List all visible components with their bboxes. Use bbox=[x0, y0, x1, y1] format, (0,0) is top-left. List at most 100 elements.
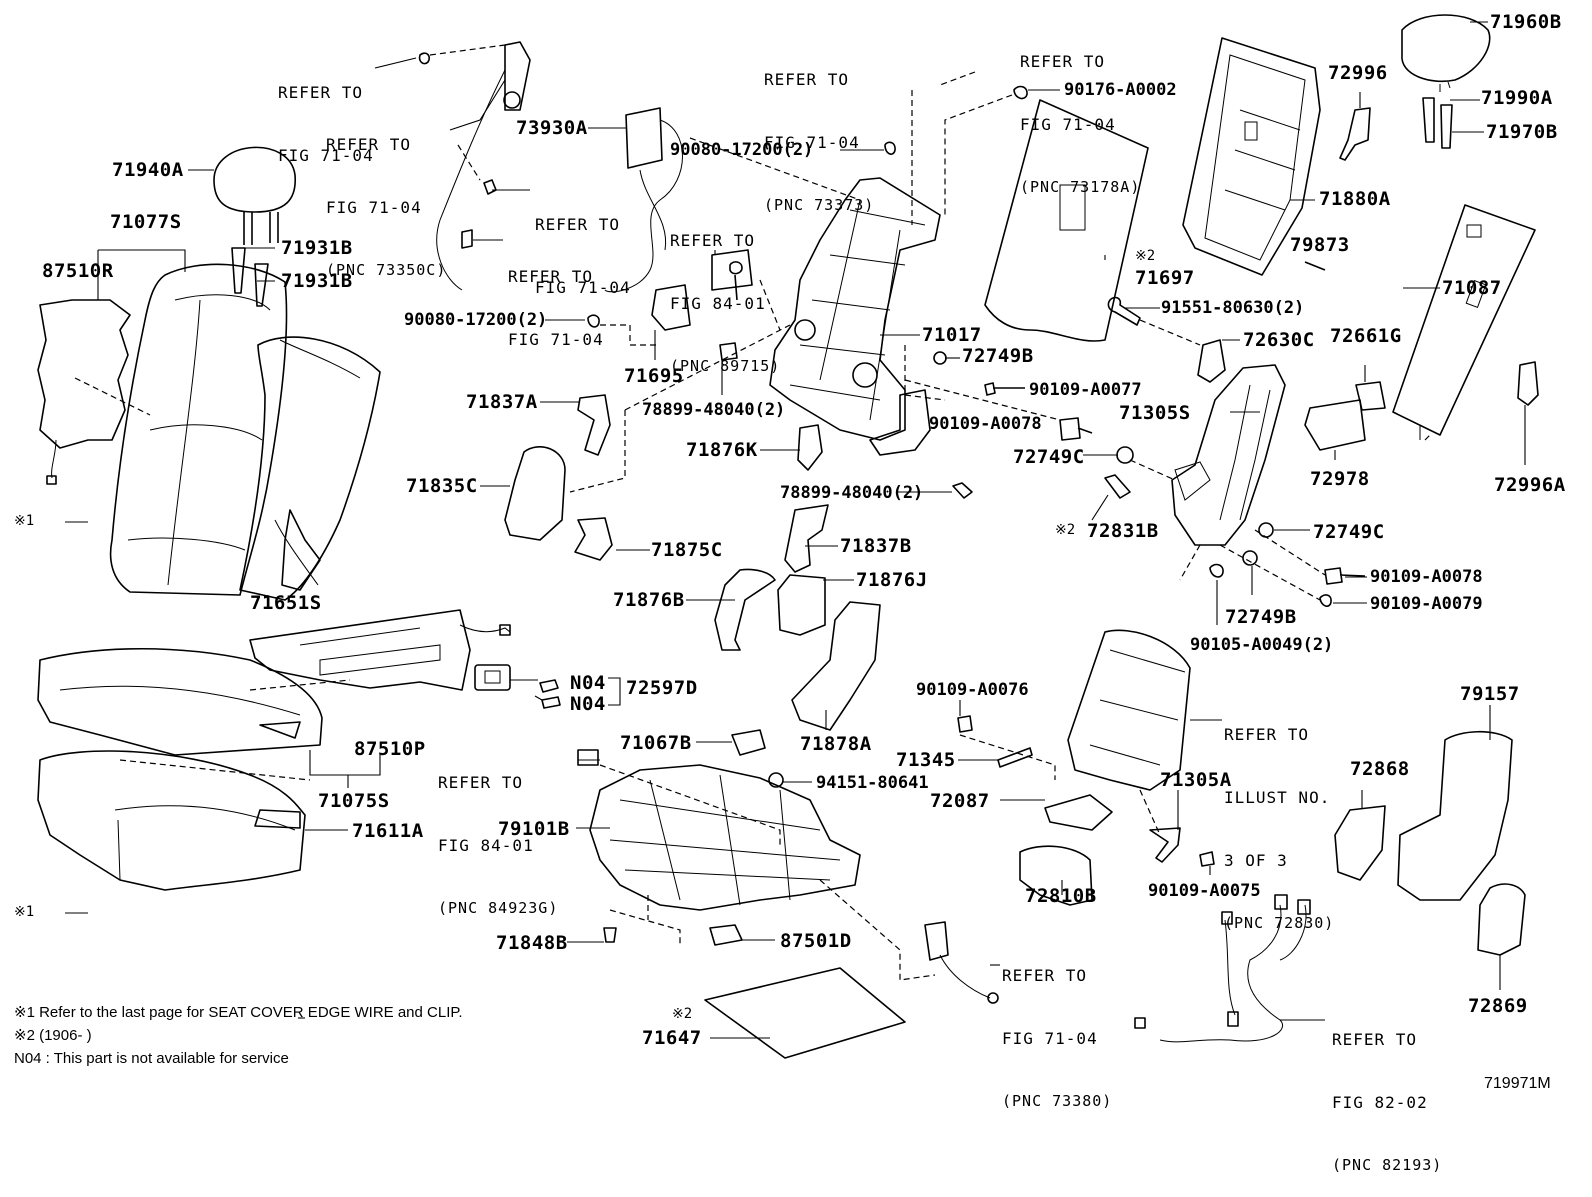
seatback-cover-71077s-drawing bbox=[109, 263, 288, 596]
ref-line: (PNC 73373) bbox=[764, 196, 875, 214]
small-parts-center-drawing bbox=[504, 141, 896, 731]
ref-illust-3-of-3: REFER TO ILLUST NO. 3 OF 3 (PNC 72830) bbox=[1224, 682, 1334, 955]
ref-line: (PNC 82193) bbox=[1332, 1156, 1443, 1174]
ref-fig-84-01-89715: REFER TO FIG 84-01 (PNC 89715) bbox=[670, 188, 780, 398]
note2-mark-c: ※2 bbox=[672, 1006, 693, 1022]
label-71611a: 71611A bbox=[352, 820, 424, 842]
footnote-n04: N04 : This part is not available for ser… bbox=[14, 1050, 289, 1067]
ref-fig-71-04-73380: REFER TO FIG 71-04 (PNC 73380) bbox=[1002, 923, 1112, 1133]
label-71075s: 71075S bbox=[318, 790, 390, 812]
ref-line: FIG 82-02 bbox=[1332, 1093, 1428, 1112]
label-73930a: 73930A bbox=[516, 117, 588, 139]
label-71305a: 71305A bbox=[1160, 769, 1232, 791]
label-90176-a0002: 90176-A0002 bbox=[1064, 80, 1177, 100]
label-79101b: 79101B bbox=[498, 818, 570, 840]
label-71345: 71345 bbox=[896, 749, 956, 771]
note2-mark-a: ※2 bbox=[1135, 248, 1156, 264]
label-87510p: 87510P bbox=[354, 738, 426, 760]
panel-71087-drawing bbox=[1392, 204, 1536, 440]
ref-line: REFER TO bbox=[438, 773, 524, 792]
ref-line: FIG 71-04 bbox=[508, 330, 604, 349]
cushion-cover-71075s-drawing bbox=[37, 648, 323, 756]
label-90109-a0075: 90109-A0075 bbox=[1148, 881, 1261, 901]
label-71876j: 71876J bbox=[856, 569, 928, 591]
label-90080-17200-b: 90080-17200(2) bbox=[404, 310, 548, 330]
ref-line: 3 OF 3 bbox=[1224, 851, 1288, 870]
label-71970b: 71970B bbox=[1486, 121, 1558, 143]
panel-71880a-drawing bbox=[1182, 37, 1321, 276]
ref-line: REFER TO bbox=[535, 215, 621, 234]
label-71960b: 71960B bbox=[1490, 11, 1562, 33]
latch-72996-drawing bbox=[1339, 107, 1371, 161]
seatback-72830-drawing bbox=[1067, 629, 1191, 791]
ref-line: FIG 71-04 bbox=[1002, 1029, 1098, 1048]
harness-73930a-drawing bbox=[604, 107, 683, 293]
label-n04-b: N04 bbox=[570, 693, 606, 715]
label-90109-a0078-2: 90109-A0078 bbox=[1370, 567, 1483, 587]
label-71651s: 71651S bbox=[250, 592, 322, 614]
ref-fig-71-04-73350c: REFER TO FIG 71-04 (PNC 73350C) bbox=[326, 92, 446, 302]
connector-84923g-drawing bbox=[577, 749, 599, 766]
guides-71931b-drawing bbox=[231, 247, 269, 307]
label-72661g: 72661G bbox=[1330, 325, 1402, 347]
ref-line: (PNC 73178A) bbox=[1020, 178, 1141, 196]
label-71931b-2: 71931B bbox=[281, 270, 353, 292]
cover-72868-drawing bbox=[1334, 805, 1386, 881]
label-72749c-1: 72749C bbox=[1013, 446, 1085, 468]
label-71017: 71017 bbox=[922, 324, 982, 346]
diagram-drawing bbox=[37, 14, 1539, 1059]
label-72749b-1: 72749B bbox=[962, 345, 1034, 367]
label-71990a: 71990A bbox=[1481, 87, 1553, 109]
label-79157: 79157 bbox=[1460, 683, 1520, 705]
ref-line: REFER TO bbox=[1332, 1030, 1418, 1049]
ref-line: (PNC 73350C) bbox=[326, 261, 447, 279]
cover-79157-drawing bbox=[1397, 730, 1513, 901]
label-71087: 71087 bbox=[1442, 277, 1502, 299]
label-72749b-2: 72749B bbox=[1225, 606, 1297, 628]
parts-diagram: 71940A 71077S 87510R 71931B 71931B 90080… bbox=[14, 11, 1565, 1174]
label-78899-48040-b: 78899-48040(2) bbox=[780, 483, 924, 503]
bracket-71305a-drawing bbox=[1149, 827, 1181, 863]
footnote-note1: ※1 Refer to the last page for SEAT COVER… bbox=[14, 1004, 463, 1021]
ref-line: FIG 71-04 bbox=[535, 278, 631, 297]
label-72996: 72996 bbox=[1328, 62, 1388, 84]
ref-line: (PNC 72830) bbox=[1224, 914, 1335, 932]
ref-line: FIG 71-04 bbox=[326, 198, 422, 217]
label-72597d: 72597D bbox=[626, 677, 698, 699]
ref-line: FIG 84-01 bbox=[438, 836, 534, 855]
pad-87510p-drawing bbox=[249, 609, 511, 691]
ref-fig-71-04-b: REFER TO FIG 71-04 bbox=[535, 172, 631, 319]
label-90080-17200-a: 90080-17200(2) bbox=[670, 140, 814, 160]
bolt-90109-a0075-drawing bbox=[1199, 851, 1215, 867]
ref-line: REFER TO bbox=[326, 135, 412, 154]
note1-mark-a: ※1 bbox=[14, 513, 35, 529]
label-91551-80630: 91551-80630(2) bbox=[1161, 298, 1305, 318]
ref-line: REFER TO bbox=[1020, 52, 1106, 71]
label-90109-a0079: 90109-A0079 bbox=[1370, 594, 1483, 614]
pad-87510r-drawing bbox=[37, 299, 131, 485]
ref-fig-84-01-84923g: REFER TO FIG 84-01 (PNC 84923G) bbox=[438, 730, 558, 940]
ref-line: REFER TO bbox=[1224, 725, 1310, 744]
ref-line: FIG 71-04 bbox=[1020, 115, 1116, 134]
ref-line: FIG 71-04 bbox=[764, 133, 860, 152]
label-71848b: 71848B bbox=[496, 932, 568, 954]
label-90109-a0077: 90109-A0077 bbox=[1029, 380, 1142, 400]
label-71876b: 71876B bbox=[613, 589, 685, 611]
label-72869: 72869 bbox=[1468, 995, 1528, 1017]
ref-fig-71-04-a: REFER TO FIG 71-04 bbox=[278, 40, 374, 187]
ref-fig-82-02-82193: REFER TO FIG 82-02 (PNC 82193) bbox=[1332, 987, 1442, 1197]
label-90109-a0076: 90109-A0076 bbox=[916, 680, 1029, 700]
label-72630c: 72630C bbox=[1243, 329, 1315, 351]
seatback-frame-71017-drawing bbox=[769, 177, 941, 456]
ref-line: REFER TO bbox=[764, 70, 850, 89]
label-72868: 72868 bbox=[1350, 758, 1410, 780]
pin-79873-drawing bbox=[1304, 261, 1326, 271]
cushion-pad-71611a-drawing bbox=[37, 750, 306, 891]
label-71880a: 71880A bbox=[1319, 188, 1391, 210]
label-71940a: 71940A bbox=[112, 159, 184, 181]
bolt-90109-a0076-drawing bbox=[957, 715, 973, 733]
rod-71345-drawing bbox=[997, 747, 1033, 768]
frame-71305s-drawing bbox=[1171, 364, 1286, 546]
label-71647: 71647 bbox=[642, 1027, 702, 1049]
buckle-73380-drawing bbox=[924, 921, 999, 1004]
